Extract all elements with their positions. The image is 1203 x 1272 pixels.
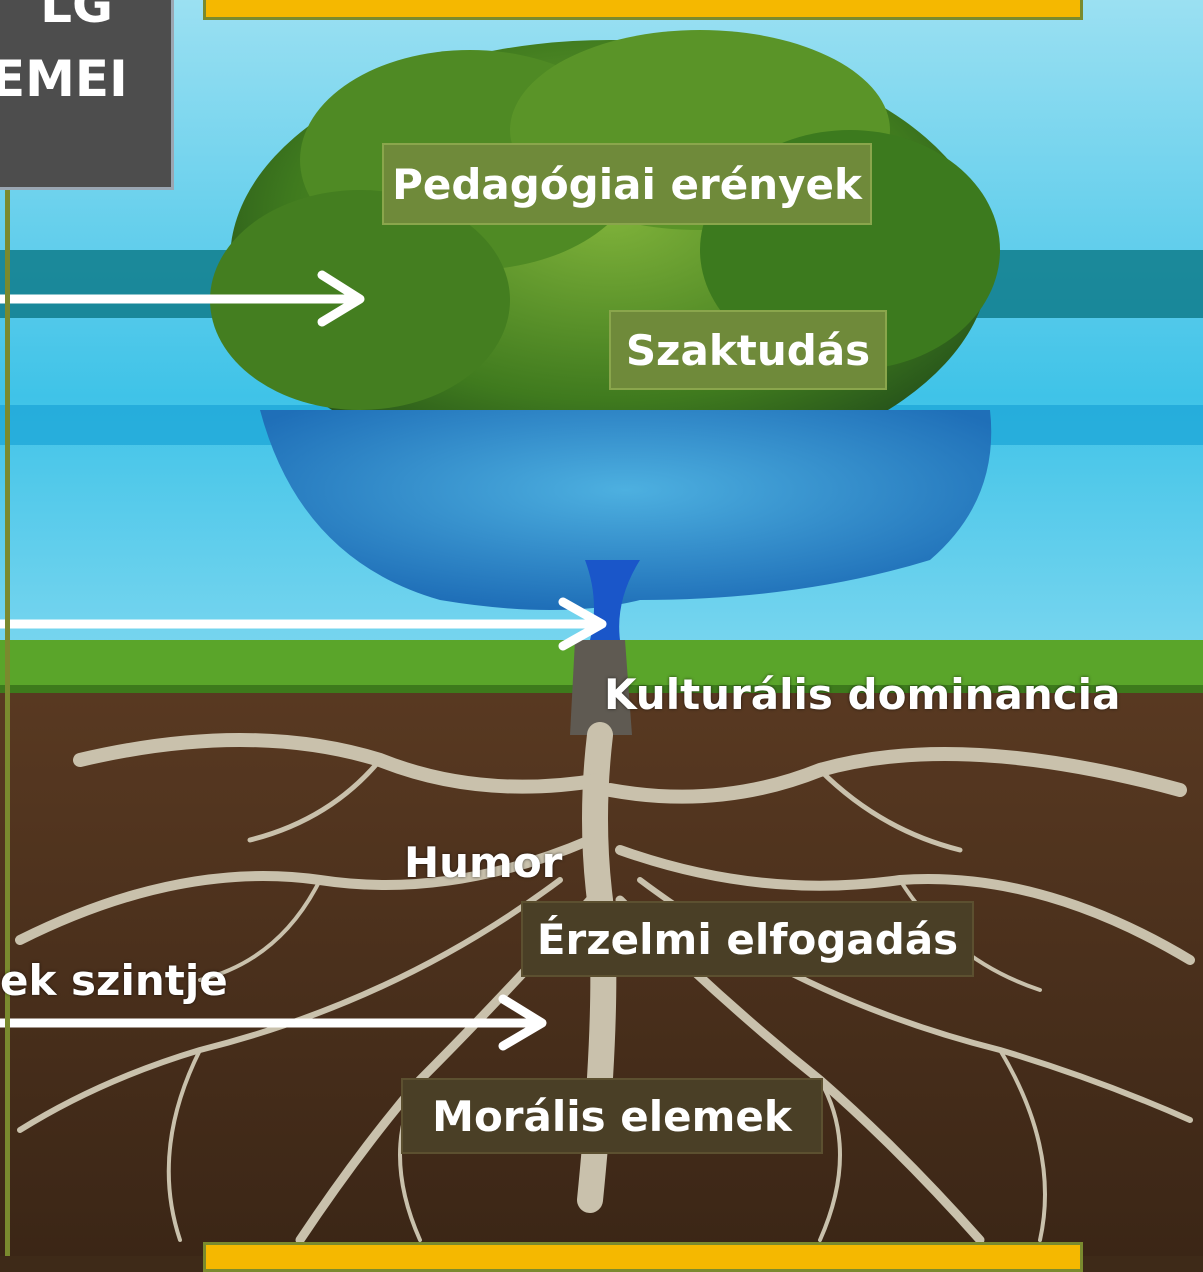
title-line-1: LG [0, 0, 171, 35]
title-line-2: EMEI [0, 49, 171, 109]
bottom-banner [203, 1242, 1083, 1272]
label-kulturalis-dominancia: Kulturális dominancia [604, 664, 1084, 724]
label-pedagogiai-erenyek: Pedagógiai erények [382, 143, 872, 225]
title-box: LG EMEI [0, 0, 174, 190]
left-frame-line [5, 190, 10, 1256]
label-humor: Humor [404, 832, 564, 892]
label-erzelmi-elfogadas: Érzelmi elfogadás [521, 901, 974, 977]
label-left-szintje: ek szintje [0, 950, 220, 1010]
label-szaktudas: Szaktudás [609, 310, 887, 390]
label-moralis-elemek: Morális elemek [401, 1078, 823, 1154]
top-banner [203, 0, 1083, 20]
